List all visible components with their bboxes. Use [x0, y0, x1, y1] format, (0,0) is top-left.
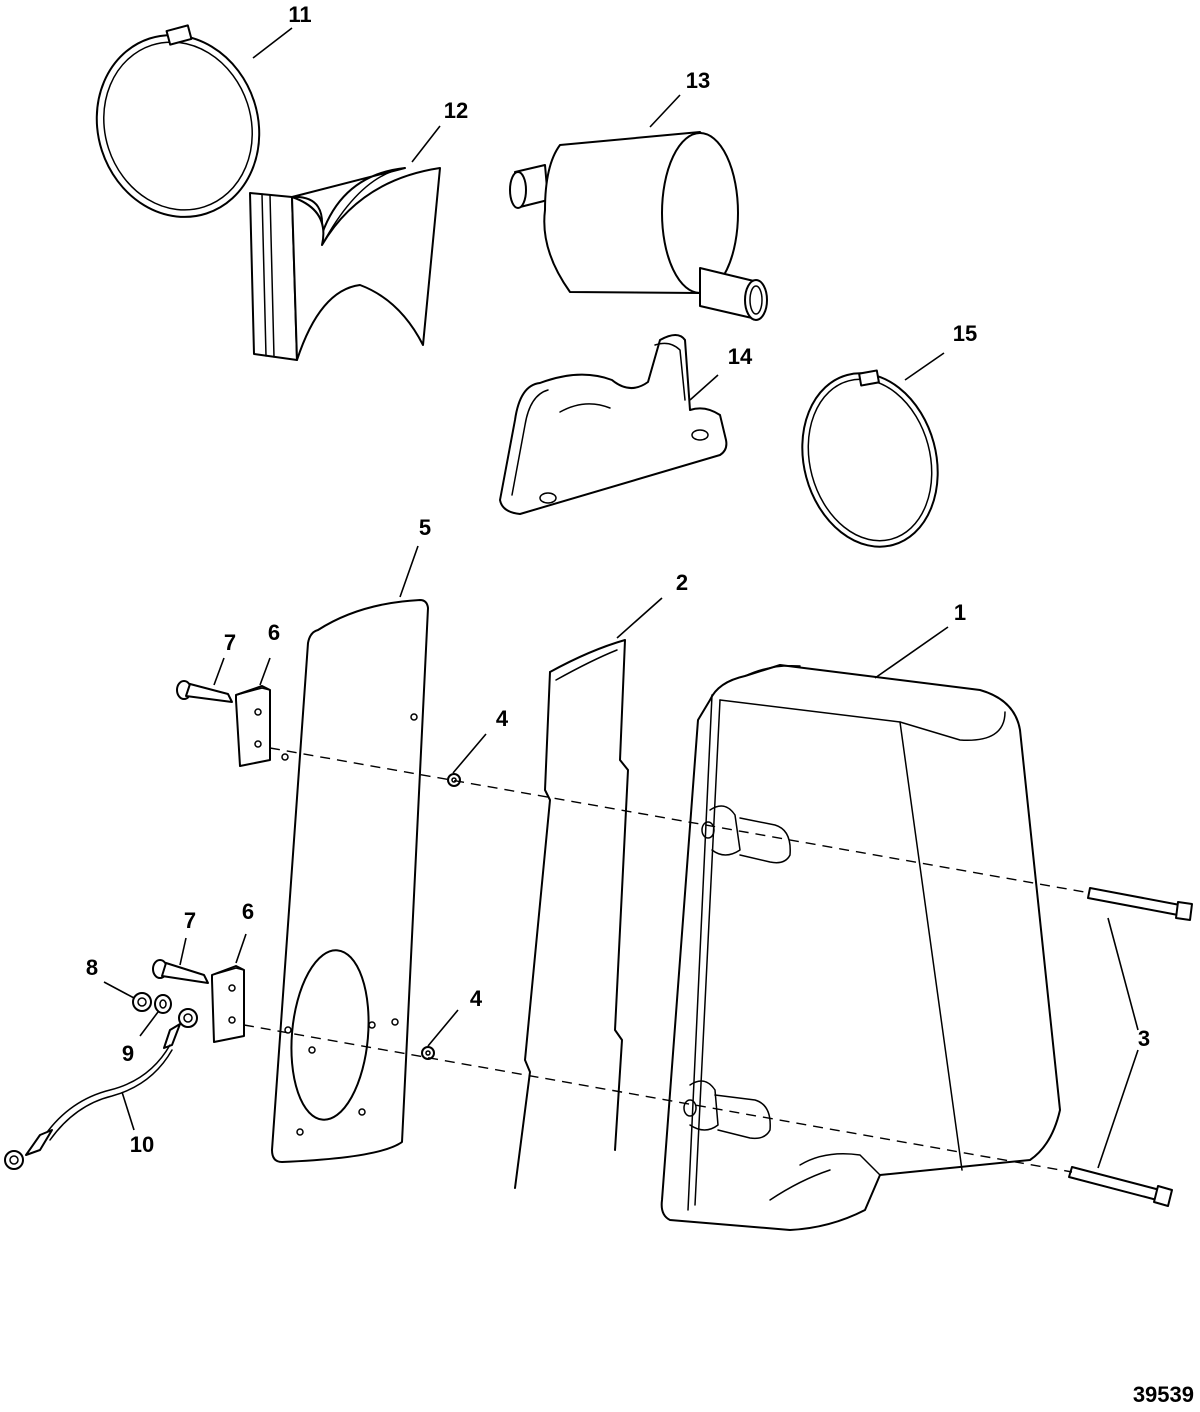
saddle-block-12	[250, 168, 440, 360]
bracket-14	[500, 335, 726, 514]
callout-10: 10	[130, 1132, 154, 1157]
callout-4-lower: 4	[470, 986, 483, 1011]
callout-12: 12	[444, 98, 468, 123]
bolt-3-lower	[1069, 1167, 1172, 1206]
callout-2: 2	[676, 570, 688, 595]
nut-4-upper	[448, 774, 460, 786]
nut-8	[133, 993, 151, 1011]
spacer-block-6-upper	[236, 686, 270, 766]
callout-1: 1	[954, 600, 966, 625]
callout-6-upper: 6	[268, 620, 280, 645]
callout-5: 5	[419, 515, 431, 540]
bolt-3-upper	[1088, 888, 1192, 920]
callout-15: 15	[953, 321, 977, 346]
ground-strap-10	[5, 1009, 197, 1169]
enclosure-1	[662, 665, 1060, 1230]
muffler-13	[510, 132, 767, 320]
callout-4-upper: 4	[496, 706, 509, 731]
figure-number: 39539	[1133, 1382, 1194, 1407]
callout-6-lower: 6	[242, 899, 254, 924]
callout-7-upper: 7	[224, 630, 236, 655]
callout-8: 8	[86, 955, 98, 980]
mounting-plate-5	[272, 600, 428, 1162]
callout-11: 11	[288, 2, 311, 27]
washer-9	[155, 995, 171, 1013]
callout-7-lower: 7	[184, 908, 196, 933]
screw-7-upper	[177, 681, 232, 702]
spacer-block-6-lower	[212, 966, 244, 1042]
callout-13: 13	[686, 68, 710, 93]
hose-clamp-15	[783, 358, 956, 562]
callout-14: 14	[728, 344, 753, 369]
callout-9: 9	[122, 1041, 134, 1066]
callout-3: 3	[1138, 1026, 1150, 1051]
gasket-2	[515, 640, 628, 1188]
nut-4-lower	[422, 1047, 434, 1059]
